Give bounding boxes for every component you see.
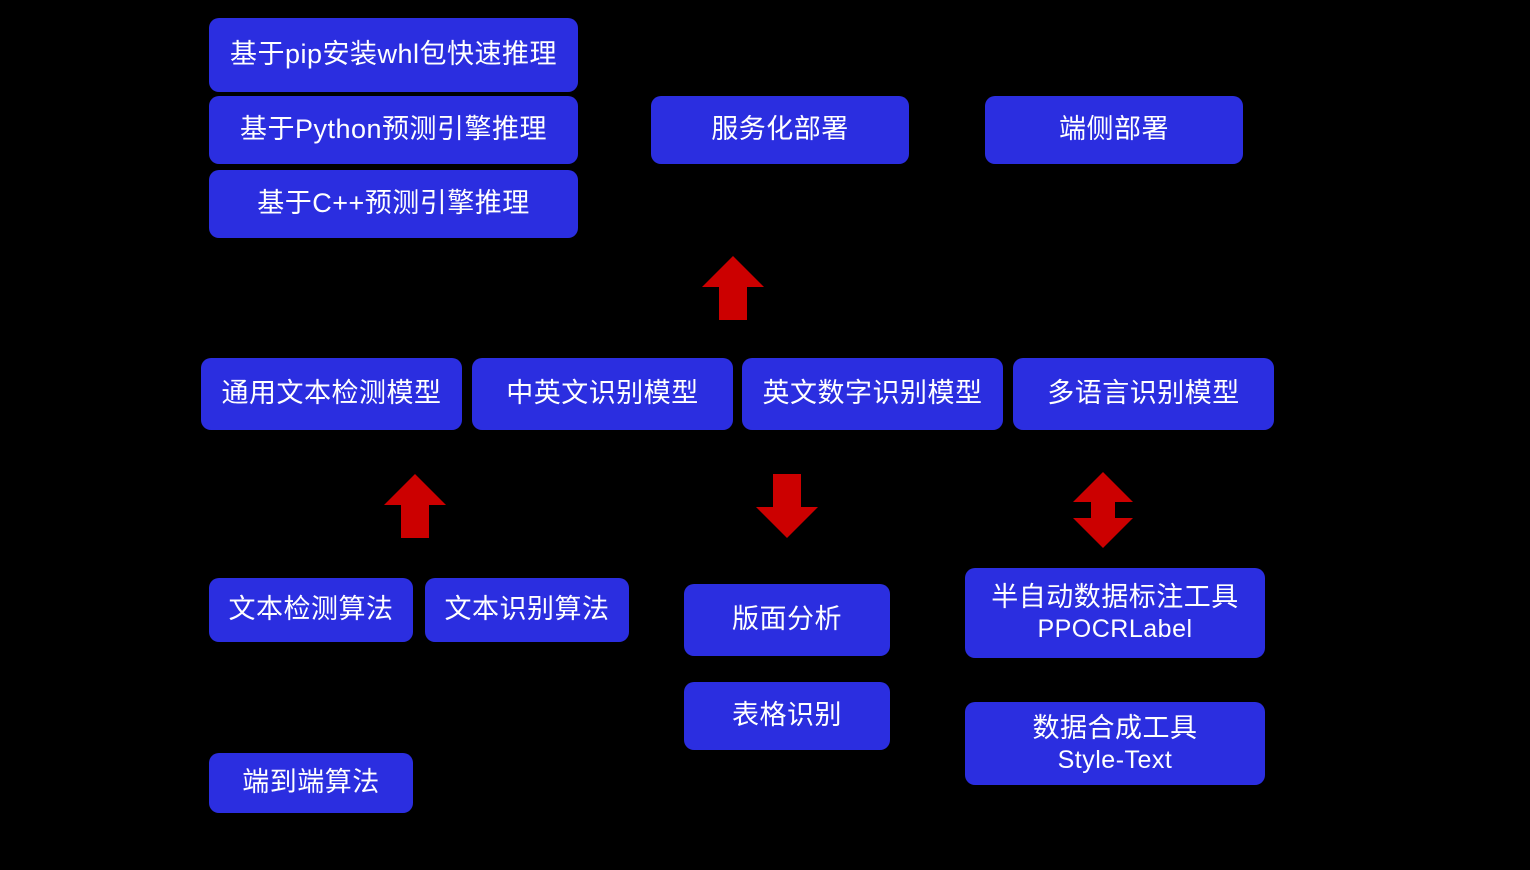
box-tool-ppocrlabel[interactable]: 半自动数据标注工具 PPOCRLabel (965, 568, 1265, 658)
arrow-algorithms-to-models (384, 474, 446, 538)
box-inference-cpp[interactable]: 基于C++预测引擎推理 (209, 170, 578, 238)
box-label: 端到端算法 (242, 767, 380, 798)
box-label: 基于Python预测引擎推理 (239, 114, 548, 145)
box-inference-pip[interactable]: 基于pip安装whl包快速推理 (209, 18, 578, 92)
box-label: 表格识别 (732, 700, 842, 731)
box-tool-style-text[interactable]: 数据合成工具 Style-Text (965, 702, 1265, 785)
box-inference-python[interactable]: 基于Python预测引擎推理 (209, 96, 578, 164)
box-label: 文本识别算法 (444, 594, 610, 625)
box-label: 中英文识别模型 (506, 378, 699, 409)
box-algorithm-text-recognition[interactable]: 文本识别算法 (425, 578, 629, 642)
box-layout-analysis[interactable]: 版面分析 (684, 584, 890, 656)
arrow-models-to-document-analysis (756, 474, 818, 538)
box-label: 基于pip安装whl包快速推理 (229, 39, 558, 70)
box-model-chinese-english[interactable]: 中英文识别模型 (472, 358, 733, 430)
box-label: 基于C++预测引擎推理 (257, 188, 530, 219)
box-label: 通用文本检测模型 (221, 378, 442, 409)
box-label: 服务化部署 (711, 114, 849, 145)
box-label-secondary: Style-Text (1057, 745, 1173, 774)
box-label: 版面分析 (732, 604, 842, 635)
box-model-text-detection[interactable]: 通用文本检测模型 (201, 358, 462, 430)
arrow-models-tools-bidirectional (1073, 472, 1133, 548)
box-label: 端侧部署 (1059, 114, 1169, 145)
box-label-primary: 数据合成工具 (1032, 712, 1198, 743)
box-algorithm-end-to-end[interactable]: 端到端算法 (209, 753, 413, 813)
arrow-models-to-deployment (702, 256, 764, 320)
box-deployment-service[interactable]: 服务化部署 (651, 96, 909, 164)
box-label-secondary: PPOCRLabel (1037, 615, 1193, 644)
box-model-multilingual[interactable]: 多语言识别模型 (1013, 358, 1274, 430)
box-model-english-digit[interactable]: 英文数字识别模型 (742, 358, 1003, 430)
box-algorithm-text-detection[interactable]: 文本检测算法 (209, 578, 413, 642)
box-deployment-edge[interactable]: 端侧部署 (985, 96, 1243, 164)
box-table-recognition[interactable]: 表格识别 (684, 682, 890, 750)
box-label: 英文数字识别模型 (762, 378, 983, 409)
box-label: 文本检测算法 (228, 594, 394, 625)
box-label: 多语言识别模型 (1047, 378, 1240, 409)
box-label-primary: 半自动数据标注工具 (991, 582, 1239, 613)
